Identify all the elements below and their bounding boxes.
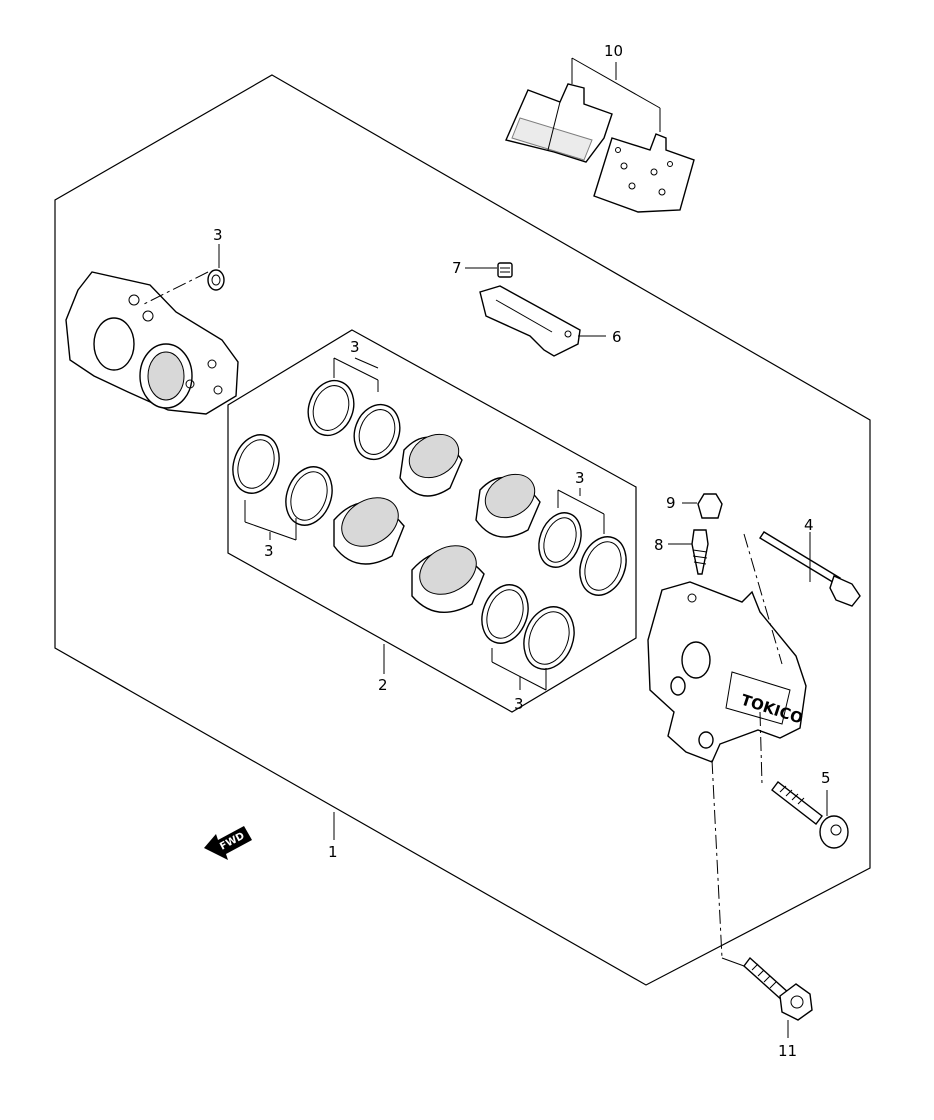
- caliper-mounting-bolt-5: [771, 781, 849, 849]
- bleeder-valve: [691, 529, 709, 575]
- callout-3-upper: 3: [350, 338, 360, 356]
- caliper-half-left: [65, 271, 239, 415]
- forward-arrow-icon: FWD: [204, 826, 252, 860]
- callout-3-right: 3: [575, 469, 585, 487]
- callout-8: 8: [654, 536, 664, 554]
- callout-labels: 10 3 7 6 3 3 3 3 2 9 8 4 5 1 11: [213, 42, 831, 1060]
- leader-lines: [218, 57, 828, 1038]
- brake-pad-set: [505, 83, 695, 213]
- caliper-assembly-outline: [54, 74, 871, 986]
- callout-7: 7: [452, 259, 462, 277]
- callout-9: 9: [666, 494, 676, 512]
- bleeder-cap: [697, 493, 723, 519]
- seal-ring: [307, 379, 355, 437]
- callout-5: 5: [821, 769, 831, 787]
- pad-pin-screw: [497, 262, 513, 278]
- seal-ring: [353, 403, 401, 461]
- callout-4: 4: [804, 516, 814, 534]
- seals-and-pistons: [232, 379, 627, 670]
- caliper-mounting-bolt-11: [743, 956, 813, 1021]
- callout-2: 2: [378, 676, 388, 694]
- seal-ring: [285, 466, 333, 526]
- pad-spring: [479, 285, 581, 357]
- piston-kit-outline: [227, 329, 637, 713]
- callout-3-lower: 3: [514, 695, 524, 713]
- callout-1: 1: [328, 843, 338, 861]
- caliper-half-right: TOKICO: [647, 581, 807, 763]
- seal-ring: [579, 536, 627, 596]
- pad-pin: [759, 531, 861, 607]
- seal-ring: [232, 434, 280, 494]
- callout-3-left: 3: [264, 542, 274, 560]
- callout-3-washer: 3: [213, 226, 223, 244]
- callout-10: 10: [604, 42, 623, 60]
- callout-11: 11: [778, 1042, 797, 1060]
- washer-small: [207, 269, 225, 291]
- callout-6: 6: [612, 328, 622, 346]
- seal-ring: [538, 512, 582, 568]
